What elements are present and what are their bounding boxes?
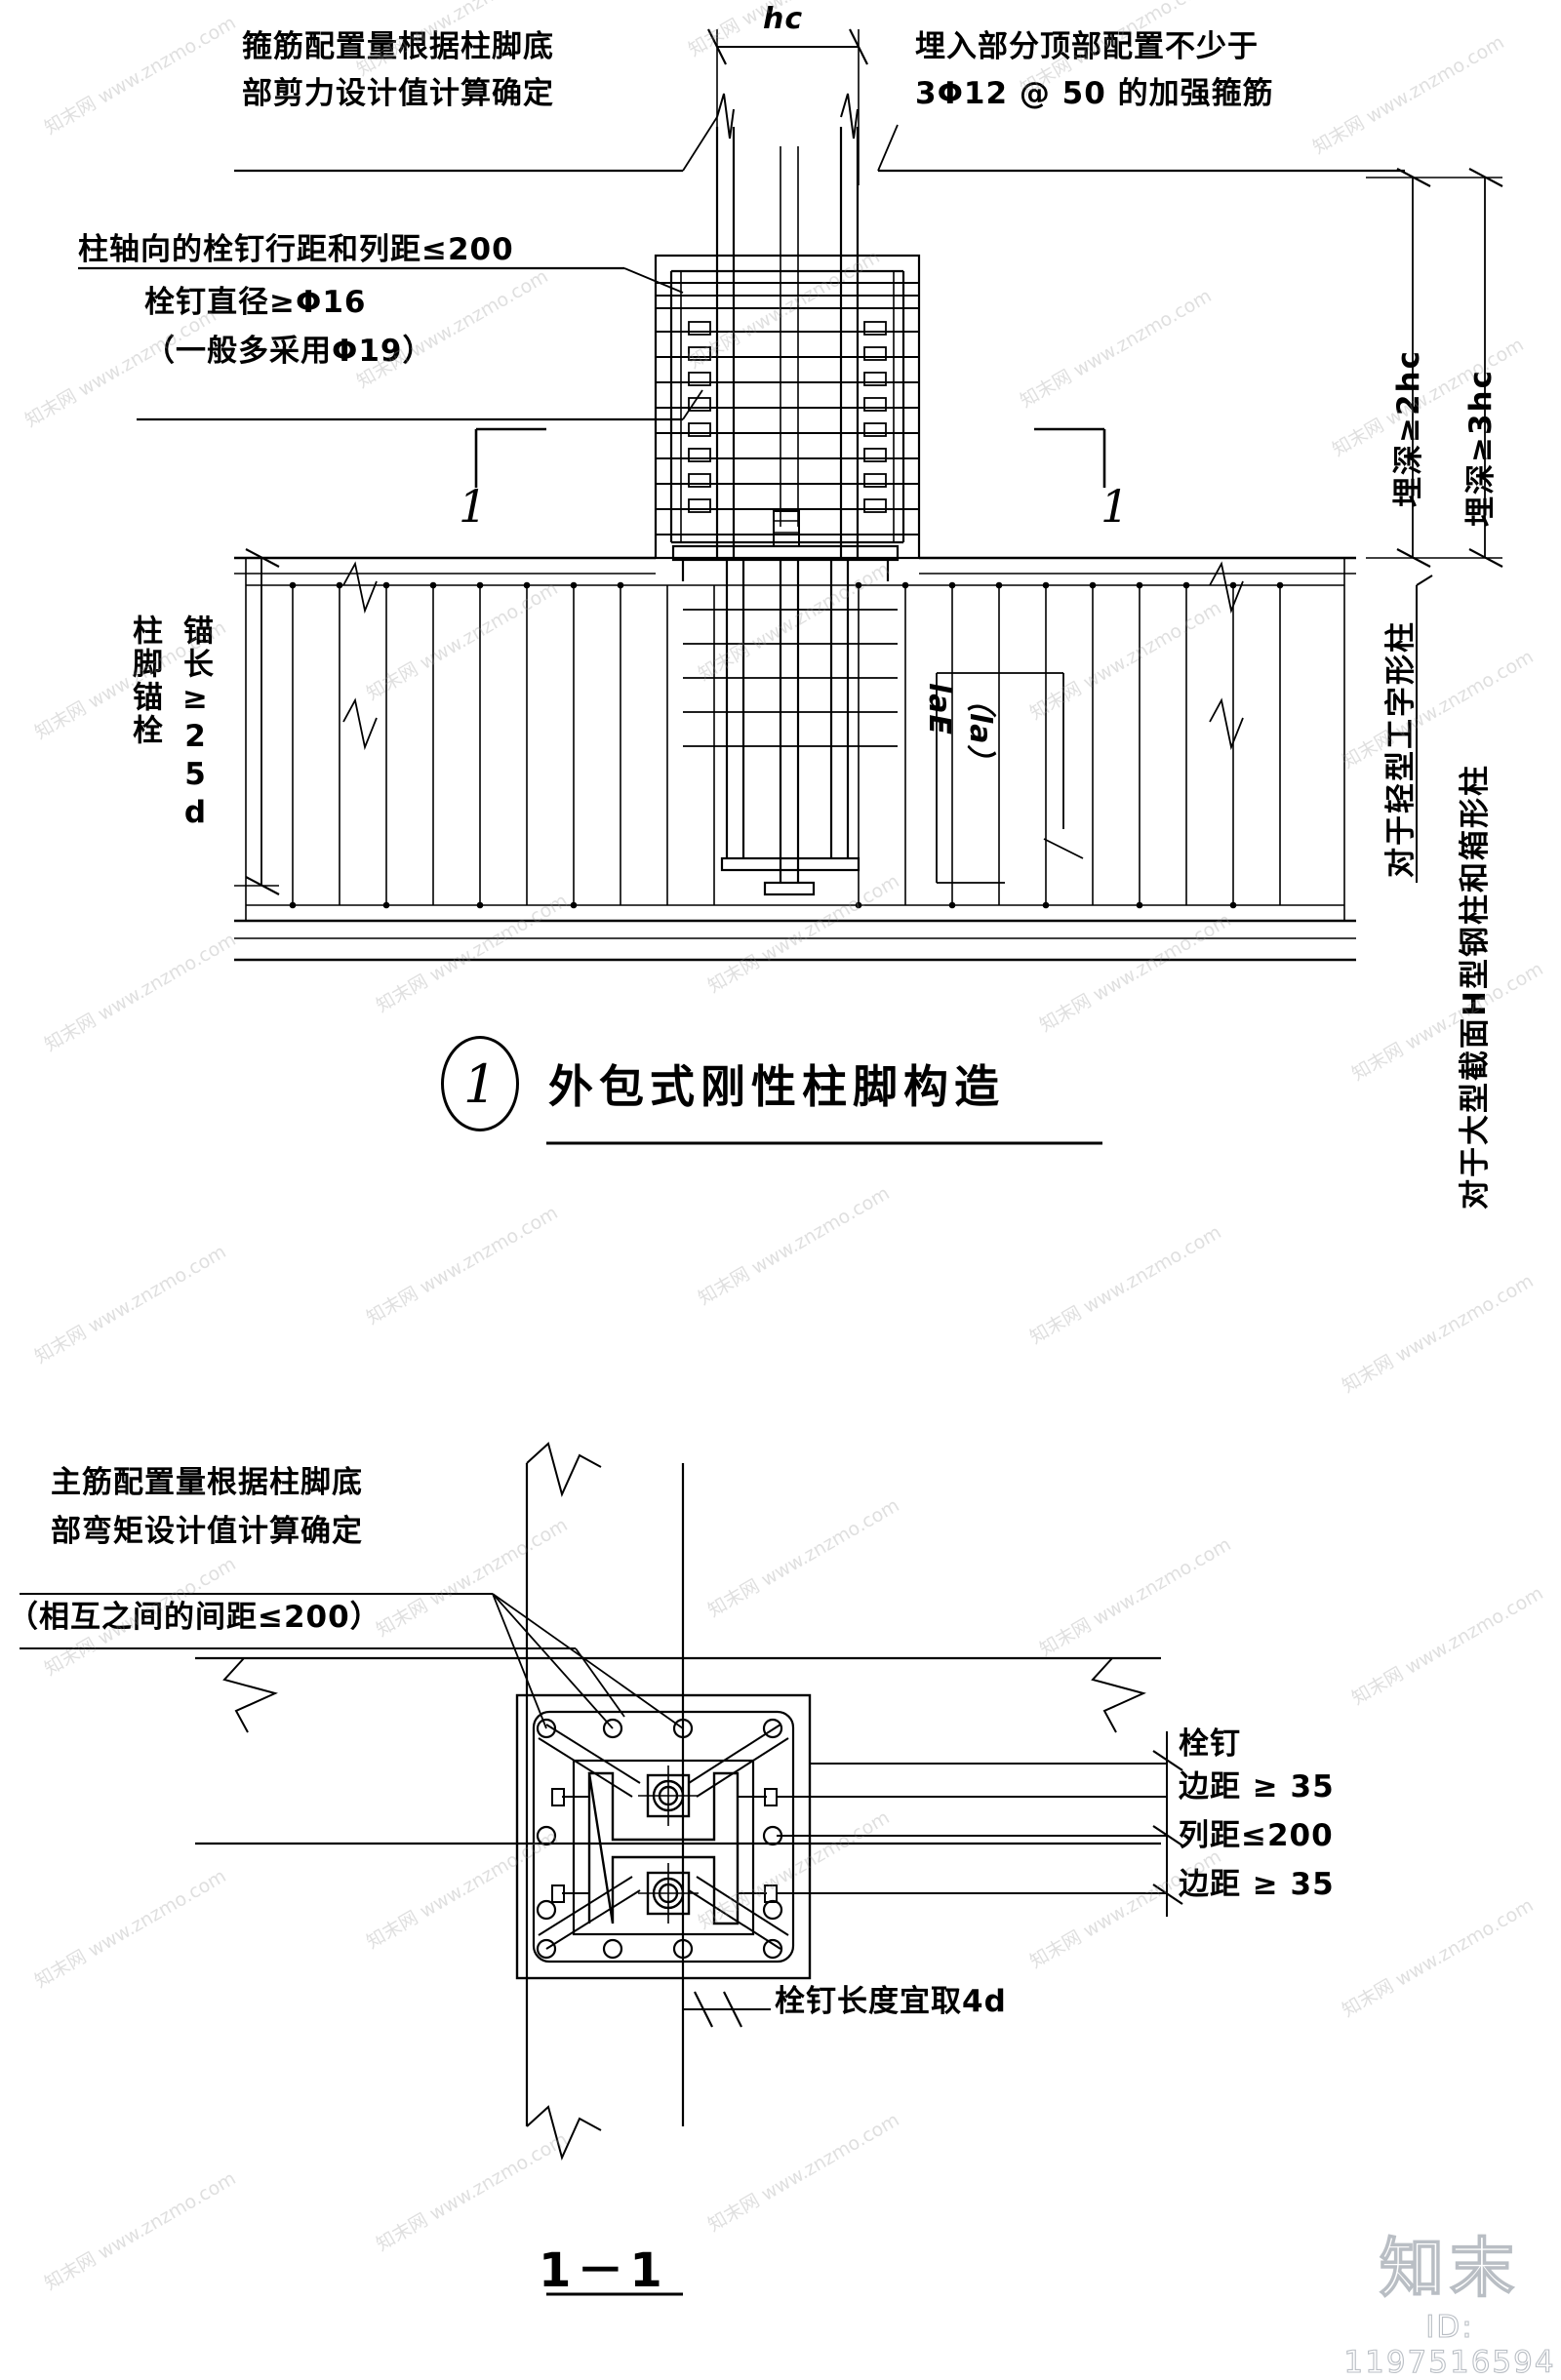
label-column-type-light: 对于轻型工字形柱	[1383, 620, 1419, 878]
detail-marker-number: 1	[462, 1052, 498, 1115]
label-embed-depth-3hc: 埋深≥3hc	[1463, 369, 1499, 527]
note-stud-spacing: 柱轴向的栓钉行距和列距≤200	[78, 232, 514, 267]
section-title: 1－1	[539, 2243, 668, 2298]
section-cut-label-left: 1	[459, 480, 489, 533]
note-main-rebar-line1: 主筋配置量根据柱脚底	[51, 1465, 363, 1500]
note-stirrup-line2: 部剪力设计值计算确定	[242, 76, 554, 111]
label-column-type-heavy: 对于大型截面H型钢柱和箱形柱	[1458, 764, 1493, 1210]
note-stirrup-line1: 箍筋配置量根据柱脚底	[242, 29, 554, 64]
section-cut-label-right: 1	[1101, 480, 1131, 533]
note-main-rebar-line3: （相互之间的间距≤200）	[8, 1600, 381, 1635]
note-embed-top-line1: 埋入部分顶部配置不少于	[915, 29, 1259, 64]
label-lap-la: （la）	[963, 683, 997, 775]
label-anchor-length: 锚长≥25d	[178, 615, 213, 833]
note-embed-top-line2: 3Φ12 @ 50 的加强箍筋	[915, 76, 1274, 111]
label-edge-distance-top: 边距 ≥ 35	[1179, 1769, 1335, 1805]
label-embed-depth-2hc: 埋深≥2hc	[1391, 349, 1426, 507]
label-lap-lae: laE	[922, 683, 956, 736]
note-stud-diameter: 栓钉直径≥Φ16	[144, 285, 367, 320]
note-stud-common: （一般多采用Φ19）	[144, 334, 434, 369]
note-main-rebar-line2: 部弯矩设计值计算确定	[51, 1514, 363, 1549]
label-stud: 栓钉	[1179, 1726, 1241, 1762]
dimension-hc: hc	[763, 2, 803, 36]
label-edge-distance-bottom: 边距 ≥ 35	[1179, 1867, 1335, 1902]
detail-marker-circle: 1	[441, 1036, 519, 1131]
label-row-spacing: 列距≤200	[1179, 1818, 1334, 1853]
label-anchor-bolt: 柱脚锚栓	[127, 615, 162, 747]
dimension-hc-value: hc	[763, 2, 804, 36]
page-title: 外包式刚性柱脚构造	[548, 1060, 1005, 1113]
label-stud-length: 栓钉长度宜取4d	[775, 1984, 1007, 2019]
